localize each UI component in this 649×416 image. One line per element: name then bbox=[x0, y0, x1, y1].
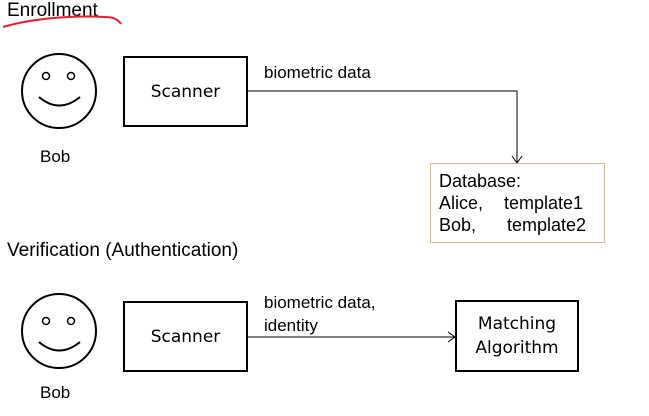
enrollment-arrow-label: biometric data bbox=[264, 63, 371, 82]
scanner-label: Scanner bbox=[150, 326, 221, 347]
database-row: Bob, template2 bbox=[439, 214, 596, 236]
enrollment-connector-arrow bbox=[247, 90, 523, 164]
database-row-template: template2 bbox=[507, 215, 587, 235]
verification-scanner-box: Scanner bbox=[123, 301, 248, 372]
smiley-face-icon bbox=[21, 53, 97, 129]
database-row-name: Alice, bbox=[439, 193, 484, 213]
database-row-template: template1 bbox=[504, 193, 584, 213]
matching-algorithm-box: Matching Algorithm bbox=[455, 300, 579, 372]
verification-arrow-label: biometric data, identity bbox=[264, 291, 376, 337]
database-row-name: Bob, bbox=[439, 215, 477, 235]
smiley-face-icon bbox=[21, 293, 97, 369]
database-title: Database: bbox=[439, 171, 522, 191]
scanner-label: Scanner bbox=[150, 81, 221, 102]
annotation-underline bbox=[2, 15, 122, 28]
enrollment-person-label: Bob bbox=[40, 147, 71, 166]
matcher-label-line: Matching bbox=[477, 314, 557, 334]
database-row: Alice, template1 bbox=[439, 192, 596, 214]
database-box: Database: Alice, template1 Bob, template2 bbox=[430, 163, 605, 243]
verification-heading: Verification (Authentication) bbox=[7, 240, 239, 261]
enrollment-scanner-box: Scanner bbox=[123, 56, 248, 127]
matcher-label-line: Algorithm bbox=[475, 338, 559, 358]
arrow-label-line: identity bbox=[264, 316, 318, 335]
arrow-label-line: biometric data, bbox=[264, 293, 376, 312]
verification-person-label: Bob bbox=[40, 383, 71, 402]
